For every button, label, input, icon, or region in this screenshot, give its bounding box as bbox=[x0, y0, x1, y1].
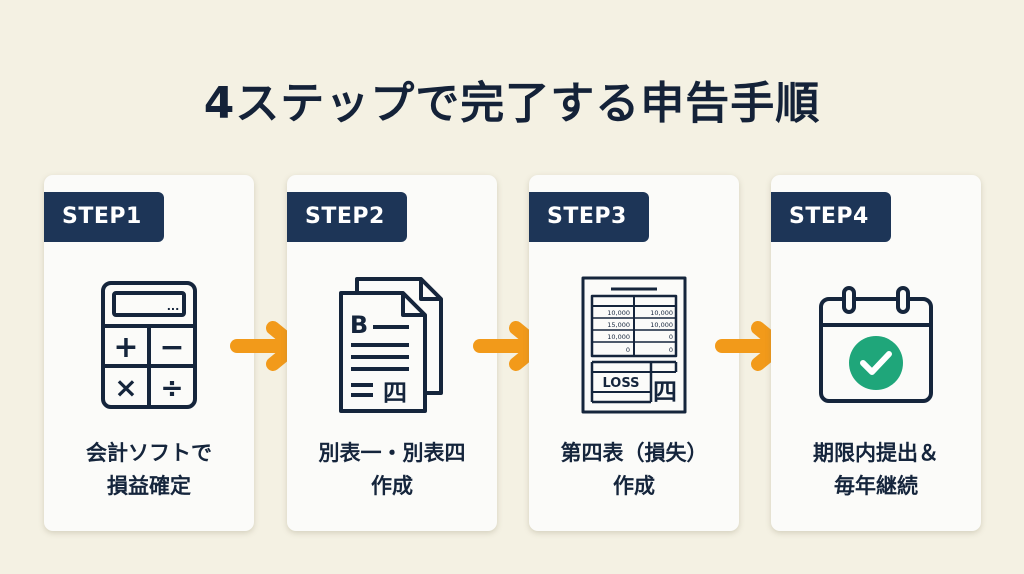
step-caption-line2: 作成 bbox=[613, 474, 655, 498]
step-badge: STEP4 bbox=[771, 192, 891, 242]
form-cell: 10,000 bbox=[650, 321, 673, 329]
plus-key: + bbox=[113, 330, 138, 365]
step-caption: 期限内提出＆ 毎年継続 bbox=[771, 437, 981, 503]
divide-key: ÷ bbox=[160, 371, 183, 404]
step-badge: STEP1 bbox=[44, 192, 164, 242]
check-icon bbox=[860, 351, 892, 375]
multiply-key: × bbox=[114, 371, 137, 404]
form-cell: 15,000 bbox=[607, 321, 630, 329]
check-circle bbox=[849, 336, 903, 390]
step-badge: STEP2 bbox=[287, 192, 407, 242]
calendar-check-icon bbox=[771, 270, 981, 420]
document-kanji: 四 bbox=[383, 379, 407, 407]
form-cell: 10,000 bbox=[650, 309, 673, 317]
step-card-3: STEP3 10,000 10,000 15,000 10,000 10,000… bbox=[529, 175, 739, 531]
step-caption-line1: 会計ソフトで bbox=[86, 441, 212, 465]
step-caption-line2: 作成 bbox=[371, 474, 413, 498]
step-caption-line2: 損益確定 bbox=[107, 474, 191, 498]
form-cell: 0 bbox=[669, 333, 673, 341]
form-cell: 10,000 bbox=[607, 333, 630, 341]
form-cell: 10,000 bbox=[607, 309, 630, 317]
form-cell: 0 bbox=[626, 346, 630, 354]
calculator-icon: ... + − × ÷ bbox=[44, 270, 254, 420]
step-card-2: STEP2 B 四 別表一・別表四 作成 bbox=[287, 175, 497, 531]
page-title: 4ステップで完了する申告手順 bbox=[203, 78, 821, 129]
step-caption: 第四表（損失） 作成 bbox=[529, 437, 739, 503]
step-card-1: STEP1 ... + − × ÷ 会計ソフトで 損益確定 bbox=[44, 175, 254, 531]
step-caption-line1: 第四表（損失） bbox=[560, 441, 708, 465]
step-caption: 会計ソフトで 損益確定 bbox=[44, 437, 254, 503]
step-caption-line1: 別表一・別表四 bbox=[318, 441, 466, 465]
calculator-display-text: ... bbox=[167, 300, 180, 313]
loss-form-icon: 10,000 10,000 15,000 10,000 10,000 0 0 0… bbox=[529, 270, 739, 420]
step-card-4: STEP4 期限内提出＆ 毎年継続 bbox=[771, 175, 981, 531]
documents-icon: B 四 bbox=[287, 270, 497, 420]
step-badge: STEP3 bbox=[529, 192, 649, 242]
step-caption: 別表一・別表四 作成 bbox=[287, 437, 497, 503]
minus-key: − bbox=[159, 330, 184, 365]
loss-label: LOSS bbox=[602, 376, 639, 391]
form-cell: 0 bbox=[669, 346, 673, 354]
step-caption-line2: 毎年継続 bbox=[834, 474, 918, 498]
form-kanji: 四 bbox=[653, 378, 677, 406]
step-caption-line1: 期限内提出＆ bbox=[813, 441, 939, 465]
document-letter: B bbox=[350, 311, 368, 339]
